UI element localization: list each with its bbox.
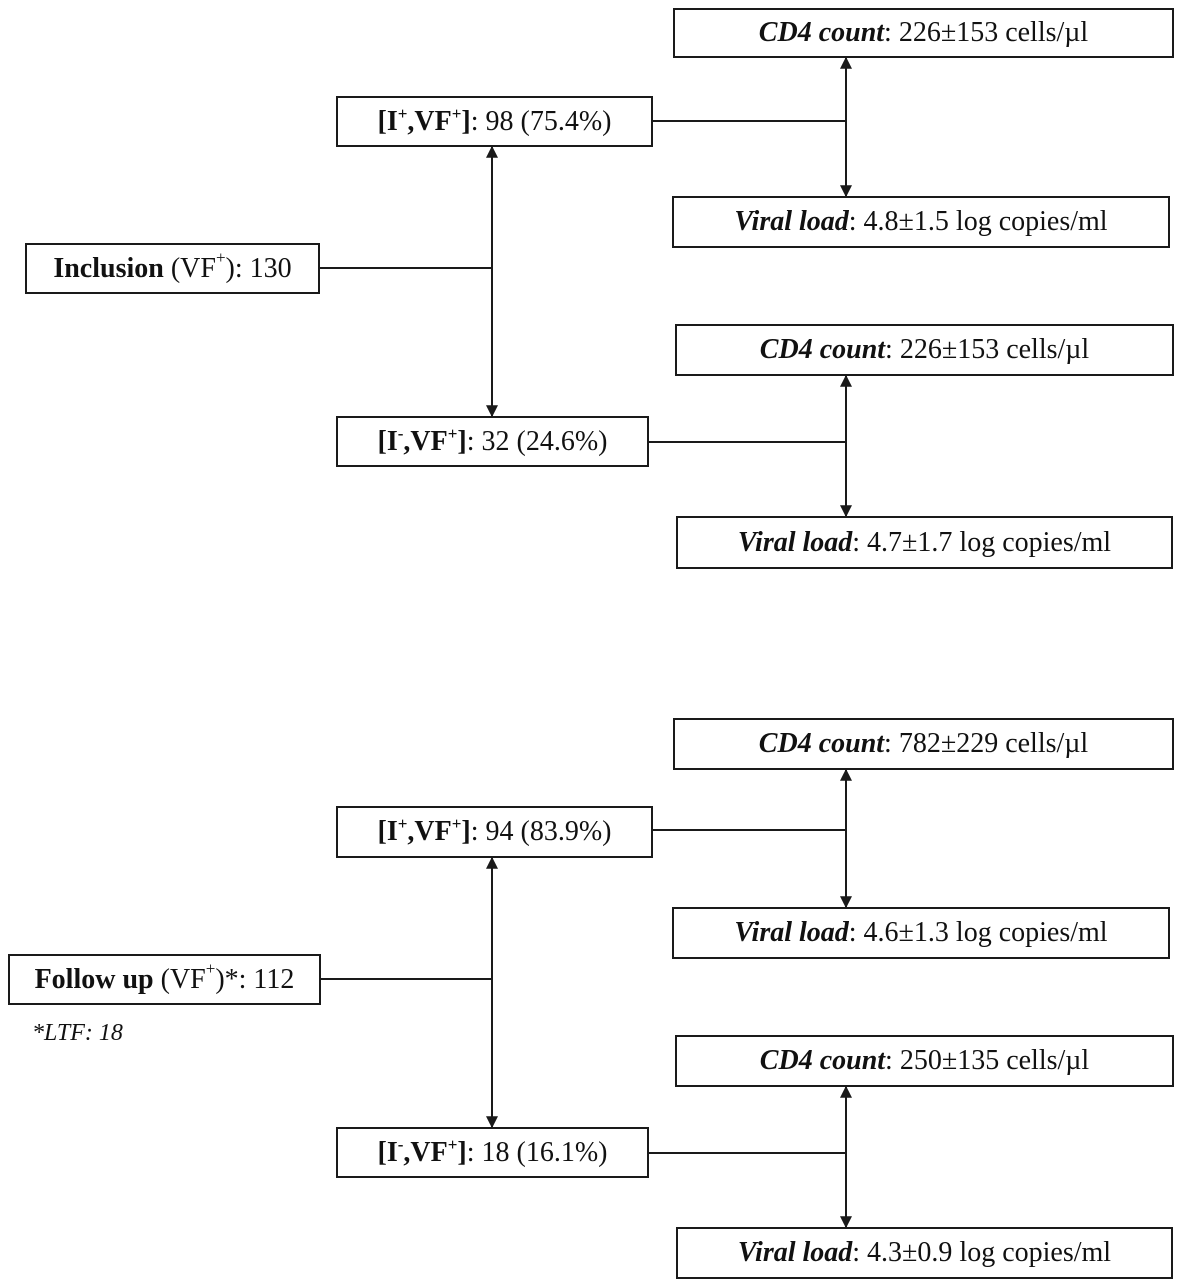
inclusion-pos-vl-box: Viral load: 4.8±1.5 log copies/ml (672, 196, 1170, 248)
inclusion-pos-vl-label: Viral load (734, 206, 849, 237)
followup-neg-cd4-value: : 250±135 cells/µl (885, 1045, 1090, 1076)
followup-pos-vl-value: : 4.6±1.3 log copies/ml (848, 917, 1108, 948)
followup-vf-sup: + (205, 958, 216, 978)
followup-vf: VF (169, 963, 206, 995)
inclusion-label: Inclusion (53, 252, 164, 284)
followup-neg-vl-value: : 4.3±0.9 log copies/ml (852, 1237, 1112, 1268)
followup-neg-vl-label: Viral load (737, 1237, 853, 1268)
inclusion-pos-cd4-label: CD4 count (758, 17, 885, 48)
followup-count: )*: 112 (215, 963, 295, 995)
inclusion-neg-box: [I-,VF+]: 32 (24.6%) (336, 416, 649, 467)
followup-pos-cd4-box: CD4 count: 782±229 cells/µl (673, 718, 1174, 770)
inclusion-neg-vl-value: : 4.7±1.7 log copies/ml (852, 526, 1112, 558)
inclusion-neg-cd4-box: CD4 count: 226±153 cells/µl (675, 324, 1174, 376)
followup-neg-vl-box: Viral load: 4.3±0.9 log copies/ml (676, 1227, 1173, 1279)
followup-pos-value: : 94 (83.9%) (470, 816, 612, 847)
inclusion-neg-cd4-label: CD4 count (759, 334, 886, 365)
inclusion-vf: VF (180, 252, 216, 284)
inclusion-count: ): 130 (225, 252, 292, 284)
inclusion-neg-group-label: [I-,VF+] (377, 423, 467, 457)
followup-pos-vl-box: Viral load: 4.6±1.3 log copies/ml (672, 907, 1170, 959)
followup-neg-value: : 18 (16.1%) (466, 1136, 608, 1168)
followup-pos-vl-label: Viral load (734, 917, 849, 948)
inclusion-pos-value: : 98 (75.4%) (470, 105, 612, 137)
inclusion-vf-sup: + (215, 247, 226, 267)
followup-label: Follow up (34, 963, 154, 995)
ltf-footnote: *LTF: 18 (32, 1020, 123, 1046)
inclusion-pos-box: [I+,VF+]: 98 (75.4%) (336, 96, 653, 147)
followup-pos-box: [I+,VF+]: 94 (83.9%) (336, 806, 653, 858)
followup-pos-cd4-label: CD4 count (758, 728, 885, 759)
followup-neg-group-label: [I-,VF+] (377, 1134, 467, 1168)
inclusion-neg-cd4-value: : 226±153 cells/µl (885, 334, 1090, 365)
inclusion-pos-vl-value: : 4.8±1.5 log copies/ml (848, 206, 1108, 237)
inclusion-pos-group-label: [I+,VF+] (377, 103, 471, 137)
followup-neg-cd4-box: CD4 count: 250±135 cells/µl (675, 1035, 1174, 1087)
followup-root-box: Follow up (VF+)*: 112 (8, 954, 321, 1005)
inclusion-pos-cd4-box: CD4 count: 226±153 cells/µl (673, 8, 1174, 58)
followup-pos-cd4-value: : 782±229 cells/µl (884, 728, 1089, 759)
followup-neg-box: [I-,VF+]: 18 (16.1%) (336, 1127, 649, 1178)
followup-neg-cd4-label: CD4 count (759, 1045, 886, 1076)
inclusion-root-box: Inclusion (VF+): 130 (25, 243, 320, 294)
inclusion-pos-cd4-value: : 226±153 cells/µl (884, 17, 1089, 48)
followup-pos-group-label: [I+,VF+] (377, 814, 471, 847)
inclusion-neg-vl-label: Viral load (737, 526, 853, 558)
inclusion-neg-vl-box: Viral load: 4.7±1.7 log copies/ml (676, 516, 1173, 569)
inclusion-neg-value: : 32 (24.6%) (466, 425, 608, 457)
